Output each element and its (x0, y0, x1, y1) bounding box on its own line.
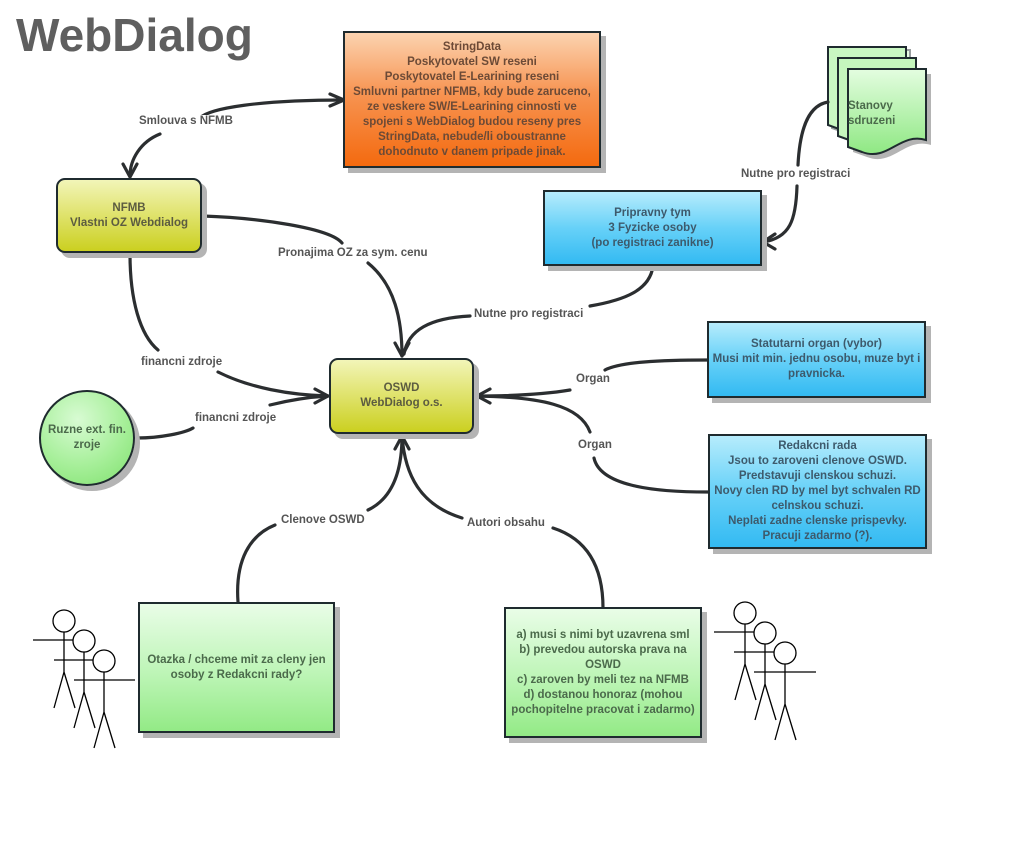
diagram-title: WebDialog (16, 9, 253, 61)
node-stringdata-text: StringData Poskytovatel SW reseni Poskyt… (353, 40, 591, 158)
node-statutarni-text: Statutarni organ (vybor) Musi mit min. j… (712, 338, 921, 380)
edge-nutne-pripravny[interactable] (402, 264, 655, 356)
actor-icon (33, 609, 95, 709)
actor-icon (754, 641, 816, 741)
node-pripravny-text: Pripravny tym 3 Fyzicke osoby (po regist… (591, 206, 714, 249)
node-nfmb[interactable]: NFMB Vlastni OZ Webdialog (56, 178, 202, 253)
edge-nutne-stanovy[interactable] (761, 100, 830, 251)
node-redakcni-text: Redakcni rada Jsou to zaroveni clenove O… (714, 440, 921, 542)
actors-left (33, 609, 135, 749)
arrowhead-icon (761, 232, 777, 251)
edge-label-financni-nfmb: financni zdroje (139, 356, 225, 368)
edge-label-autori: Autori obsahu (465, 517, 547, 529)
actors-right (714, 601, 816, 741)
edge-label-clenove: Clenove OSWD (279, 514, 367, 526)
node-pripravny-tym[interactable]: Pripravny tym 3 Fyzicke osoby (po regist… (543, 190, 762, 266)
node-oswd-text: OSWD WebDialog o.s. (360, 382, 443, 409)
actor-icon (714, 601, 776, 701)
arrowhead-icon (121, 162, 139, 179)
actor-icon (74, 649, 135, 749)
actor-icon (734, 621, 796, 721)
edge-smlouva[interactable] (121, 92, 346, 179)
node-otazka[interactable]: Otazka / chceme mit za cleny jen osoby z… (138, 602, 335, 733)
edge-organ-redakcni[interactable] (475, 394, 710, 494)
node-stanovy-text: Stanovy sdruzeni (848, 100, 896, 127)
stanovy-document-stack[interactable] (827, 46, 931, 160)
edge-label-nutne-stanovy: Nutne pro registraci (739, 168, 853, 180)
edge-label-pronajima: Pronajima OZ za sym. cenu (276, 247, 430, 259)
edge-label-financni-ruzne: financni zdroje (193, 412, 279, 424)
node-nfmb-text: NFMB Vlastni OZ Webdialog (70, 201, 188, 229)
edge-label-organ-statutarni: Organ (574, 373, 612, 385)
node-redakcni-rada[interactable]: Redakcni rada Jsou to zaroveni clenove O… (708, 434, 927, 549)
edge-label-nutne-pripravny: Nutne pro registraci (472, 308, 586, 320)
node-otazka-text: Otazka / chceme mit za cleny jen osoby z… (147, 653, 326, 681)
node-ruzne-text: Ruzne ext. fin. zroje (48, 424, 126, 451)
node-stanovy-text-wrap: Stanovy sdruzeni (848, 84, 904, 129)
edge-financni-ruzne[interactable] (135, 394, 330, 440)
edge-label-smlouva: Smlouva s NFMB (137, 115, 235, 127)
node-oswd[interactable]: OSWD WebDialog o.s. (329, 358, 474, 434)
actor-icon (54, 629, 115, 729)
node-statutarni-organ[interactable]: Statutarni organ (vybor) Musi mit min. j… (707, 321, 926, 398)
node-ruzne-ext-fin[interactable]: Ruzne ext. fin. zroje (39, 390, 135, 486)
node-stringdata[interactable]: StringData Poskytovatel SW reseni Poskyt… (343, 31, 601, 168)
document-shape-front (847, 68, 931, 160)
edge-financni-nfmb[interactable] (128, 252, 330, 405)
edge-label-organ-redakcni: Organ (576, 439, 614, 451)
node-autori-obsahu-detail[interactable]: a) musi s nimi byt uzavrena sml b) preve… (504, 607, 702, 738)
edge-pronajima[interactable] (201, 214, 411, 358)
edge-autori[interactable] (400, 434, 605, 610)
node-autori-text: a) musi s nimi byt uzavrena sml b) preve… (511, 628, 695, 716)
